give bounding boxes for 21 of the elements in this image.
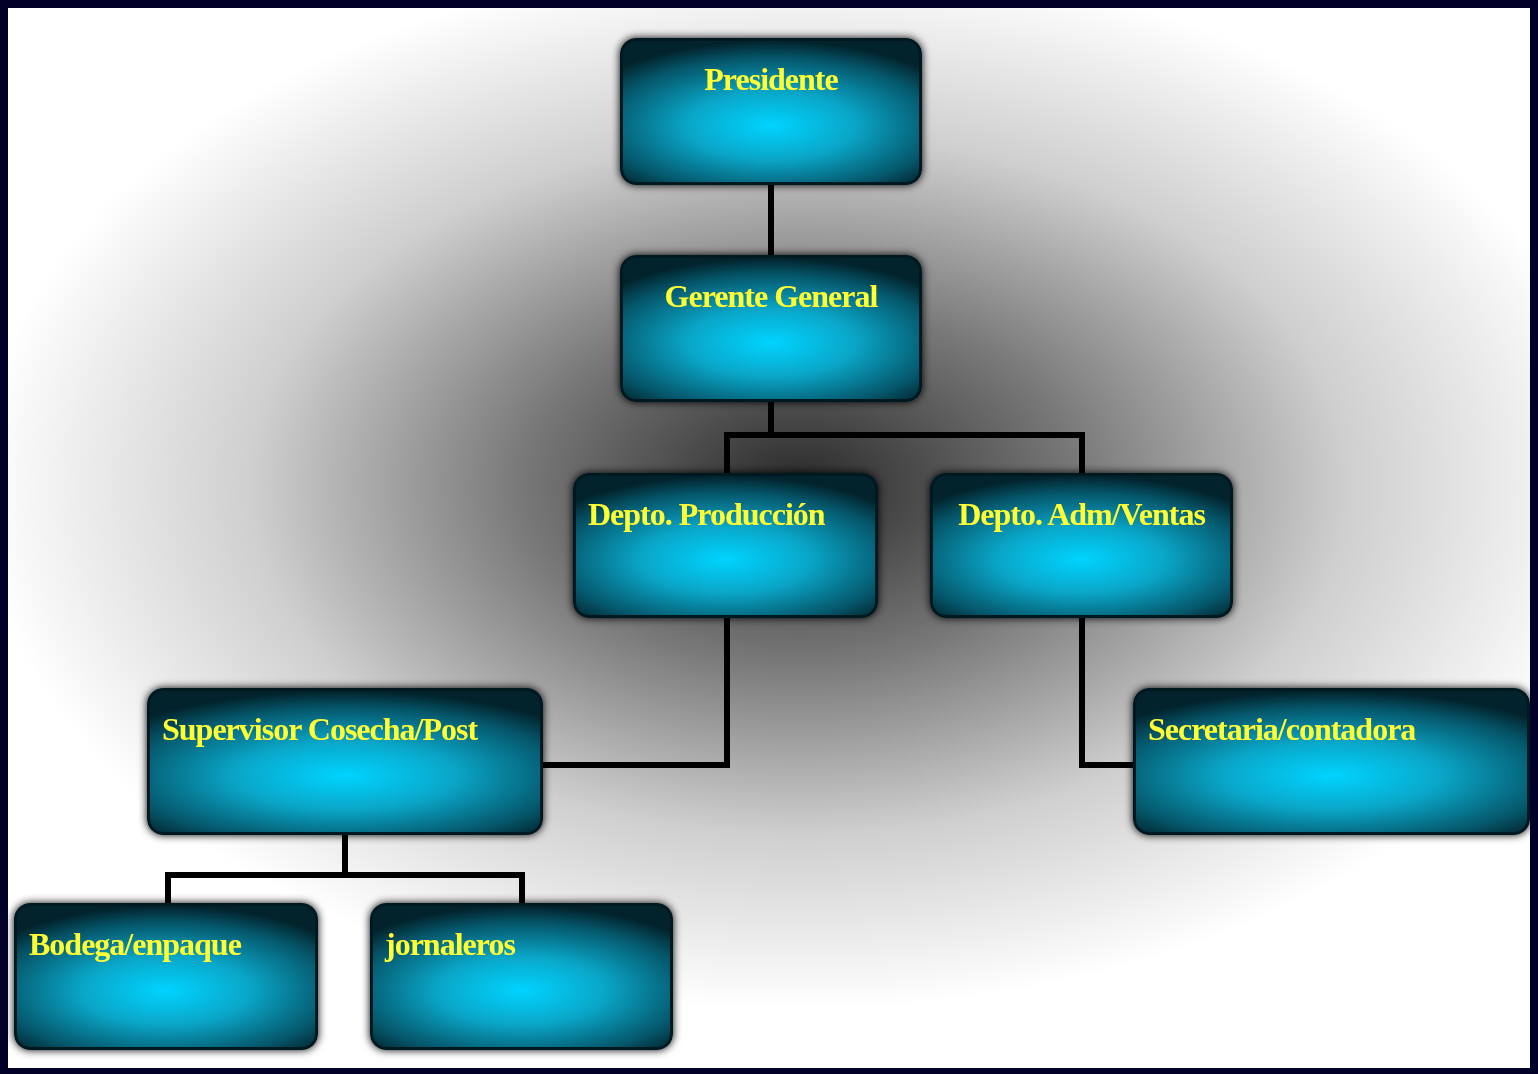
- position-title: Depto. Adm/Ventas: [957, 496, 1206, 533]
- position-title: Supervisor Cosecha/Post: [161, 711, 479, 748]
- position-box: [14, 903, 318, 1050]
- position-box: [573, 473, 878, 618]
- position-title: jornaleros: [383, 926, 516, 963]
- connector-line: [543, 618, 730, 768]
- connector-line: [768, 185, 774, 255]
- position-box: [1133, 688, 1530, 835]
- position-title: Presidente: [703, 61, 839, 98]
- position-title: Depto. Producción: [587, 496, 826, 533]
- position-box: [620, 38, 922, 185]
- connector-line: [342, 835, 525, 903]
- connector-line: [1079, 618, 1133, 768]
- position-title: Gerente General: [663, 278, 879, 315]
- position-box: [620, 255, 922, 402]
- position-title: Secretaria/contadora: [1147, 711, 1417, 748]
- position-box: [930, 473, 1233, 618]
- position-title: Bodega/enpaque: [28, 926, 242, 963]
- position-box: [147, 688, 543, 835]
- position-box: [370, 903, 673, 1050]
- connector-line: [768, 402, 1085, 473]
